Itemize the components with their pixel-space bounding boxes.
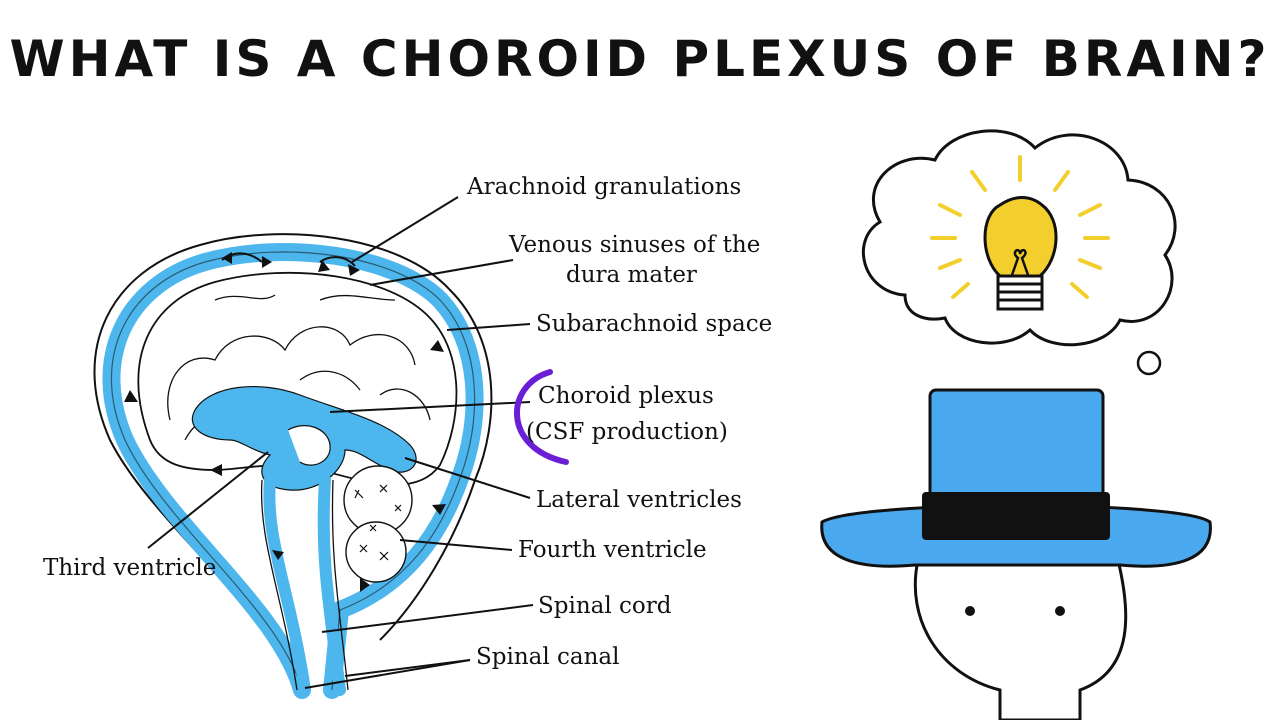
right-eye [1055, 606, 1065, 616]
label-venous-sinuses-line2: dura mater [566, 262, 697, 288]
brainstem-spinal-cord [263, 474, 346, 696]
face-icon [913, 559, 1128, 720]
leader-lines [147, 196, 534, 689]
label-choroid-plexus-line1: Choroid plexus [538, 383, 714, 409]
left-eye [965, 606, 975, 616]
label-lateral-ventricles: Lateral ventricles [536, 487, 742, 513]
light-bulb-icon [930, 155, 1110, 311]
label-third-ventricle: Third ventricle [43, 555, 216, 581]
top-hat-icon [820, 388, 1212, 568]
label-subarachnoid-space: Subarachnoid space [536, 311, 772, 337]
page-title: WHAT IS A CHOROID PLEXUS OF BRAIN? [9, 30, 1271, 88]
label-fourth-ventricle: Fourth ventricle [518, 537, 707, 563]
label-spinal-canal: Spinal canal [476, 644, 620, 670]
label-choroid-plexus-line2: (CSF production) [526, 419, 728, 445]
thought-dot [1136, 350, 1162, 376]
brain-diagram: Arachnoid granulations Venous sinuses of… [43, 174, 772, 699]
choroid-highlight-bracket [514, 369, 569, 465]
label-venous-sinuses-line1: Venous sinuses of the [508, 232, 760, 258]
label-spinal-cord: Spinal cord [538, 593, 672, 619]
flow-arrows [124, 252, 446, 592]
cerebellum [343, 465, 413, 583]
label-arachnoid-granulations: Arachnoid granulations [466, 174, 741, 200]
